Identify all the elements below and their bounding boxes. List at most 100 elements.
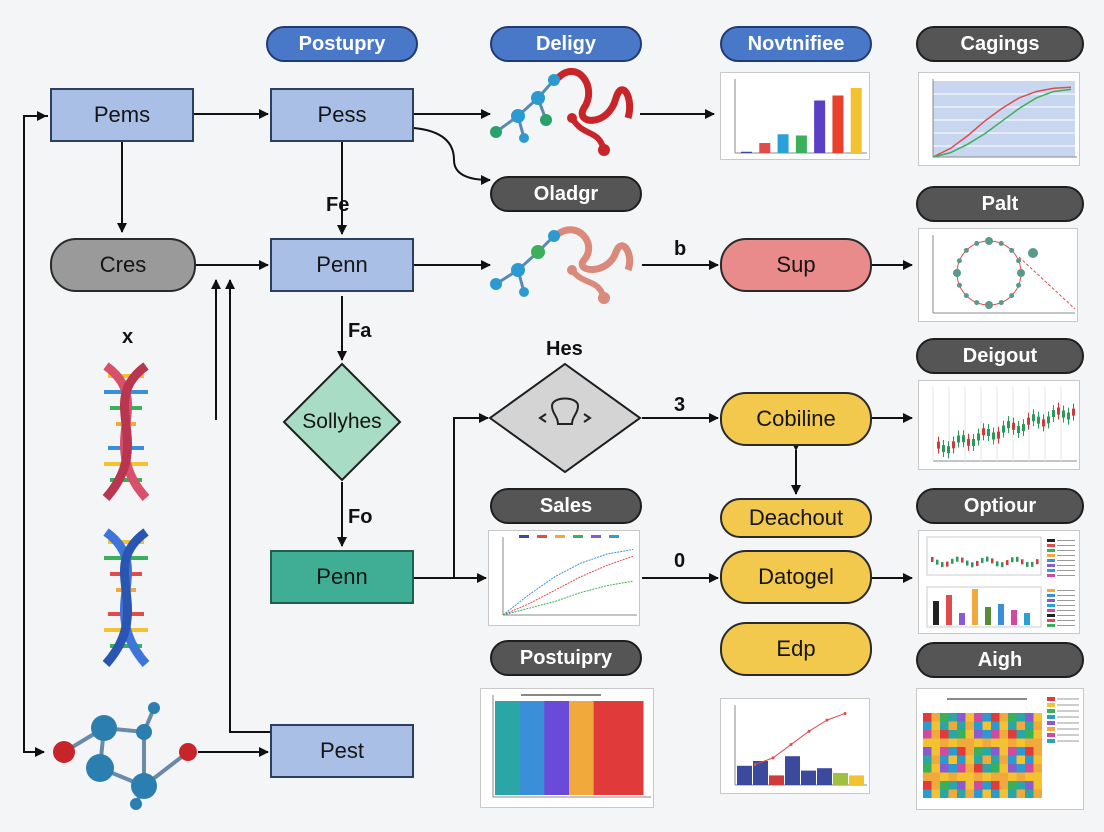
node-pest[interactable]: Pest: [270, 724, 414, 778]
heat-cell: [965, 755, 974, 764]
legend-swatch: [1047, 604, 1055, 607]
heat-cell: [1008, 730, 1017, 739]
sub-plot-bottom: [926, 586, 1042, 628]
heat-cell: [1033, 772, 1042, 781]
series-line: [502, 555, 634, 616]
node-hes-diamond[interactable]: [488, 362, 642, 474]
node-cobiline[interactable]: Cobiline: [720, 392, 872, 446]
label-fo: Fo: [348, 506, 373, 528]
node-edp[interactable]: Edp: [720, 622, 872, 676]
heat-cell: [1033, 781, 1042, 790]
heat-cell: [999, 747, 1008, 756]
heat-cell: [931, 755, 940, 764]
candle: [952, 441, 955, 449]
node-pess[interactable]: Pess: [270, 88, 414, 142]
heat-cell: [1016, 764, 1025, 773]
heat-cell: [940, 738, 949, 747]
protein-molecule-icon-2: [490, 226, 633, 304]
node-pems[interactable]: Pems: [50, 88, 194, 142]
node-sollyhes-diamond[interactable]: [282, 362, 402, 482]
heat-cell: [1008, 772, 1017, 781]
heat-cell: [965, 738, 974, 747]
heat-column: [593, 701, 619, 795]
heat-cell: [965, 721, 974, 730]
tag-novtnifiee: Novtnifiee: [720, 26, 872, 62]
edge-penn-to-hes: [414, 413, 489, 579]
candle: [1036, 559, 1039, 565]
candle: [1037, 416, 1040, 424]
heat-cell: [991, 721, 1000, 730]
heat-cell: [957, 789, 966, 798]
point: [1016, 258, 1022, 264]
point: [998, 300, 1004, 306]
heat-cell: [999, 713, 1008, 722]
heat-cell: [923, 747, 932, 756]
heat-cell: [957, 781, 966, 790]
heat-cell: [1008, 764, 1017, 773]
tag-palt: Palt: [916, 186, 1084, 222]
candle: [956, 556, 959, 562]
candle: [987, 428, 990, 436]
legend-swatch: [1047, 589, 1055, 592]
tag-sales: Sales: [490, 488, 642, 524]
label-b: b: [674, 238, 687, 260]
point: [974, 300, 980, 306]
candle: [1006, 560, 1009, 566]
candle: [1027, 417, 1030, 425]
heat-column: [544, 701, 570, 795]
heat-cell: [931, 747, 940, 756]
heat-cell: [999, 721, 1008, 730]
heat-cell: [991, 713, 1000, 722]
heat-cell: [991, 764, 1000, 773]
heat-cell: [965, 730, 974, 739]
heat-cell: [982, 713, 991, 722]
protein-molecule-icon: [490, 68, 634, 156]
candle: [957, 435, 960, 443]
node-deachout[interactable]: Deachout: [720, 498, 872, 538]
node-cres[interactable]: Cres: [50, 238, 196, 292]
bar: [814, 100, 826, 153]
heat-cell: [923, 764, 932, 773]
node-datogel[interactable]: Datogel: [720, 550, 872, 604]
heat-cell: [974, 730, 983, 739]
edge-pest-up: [225, 279, 270, 733]
heat-cell: [1008, 738, 1017, 747]
heat-cell: [940, 721, 949, 730]
node-sup[interactable]: Sup: [720, 238, 872, 292]
heat-cell: [948, 755, 957, 764]
series-line: [754, 712, 846, 766]
candle: [1032, 414, 1035, 422]
legend-swatch: [1047, 624, 1055, 627]
candle: [1047, 416, 1050, 424]
point: [953, 269, 961, 277]
candle: [1012, 422, 1015, 430]
node-penn-bottom[interactable]: Penn: [270, 550, 414, 604]
hes-glyph-icon: [538, 397, 592, 425]
heat-cell: [982, 738, 991, 747]
candle: [1042, 419, 1045, 427]
heat-cell: [974, 721, 983, 730]
heat-cell: [948, 789, 957, 798]
candle: [931, 557, 934, 562]
label-fe: Fe: [326, 194, 350, 216]
heat-cell: [1016, 755, 1025, 764]
series-line: [932, 86, 1072, 158]
heat-cell: [948, 730, 957, 739]
trend-line: [1018, 256, 1076, 310]
heat-cell: [982, 747, 991, 756]
candle: [1011, 557, 1014, 563]
heat-cell: [948, 713, 957, 722]
node-penn-top[interactable]: Penn: [270, 238, 414, 292]
heat-cell: [957, 713, 966, 722]
point: [1028, 248, 1038, 258]
legend-swatch: [609, 535, 619, 538]
heat-cell: [1033, 755, 1042, 764]
heat-cell: [957, 772, 966, 781]
heatmap-stripes: [480, 688, 654, 808]
candle: [1031, 561, 1034, 567]
heat-cell: [991, 755, 1000, 764]
heat-cell: [940, 772, 949, 781]
heat-cell: [948, 747, 957, 756]
heat-cell: [1033, 764, 1042, 773]
heat-cell: [957, 730, 966, 739]
